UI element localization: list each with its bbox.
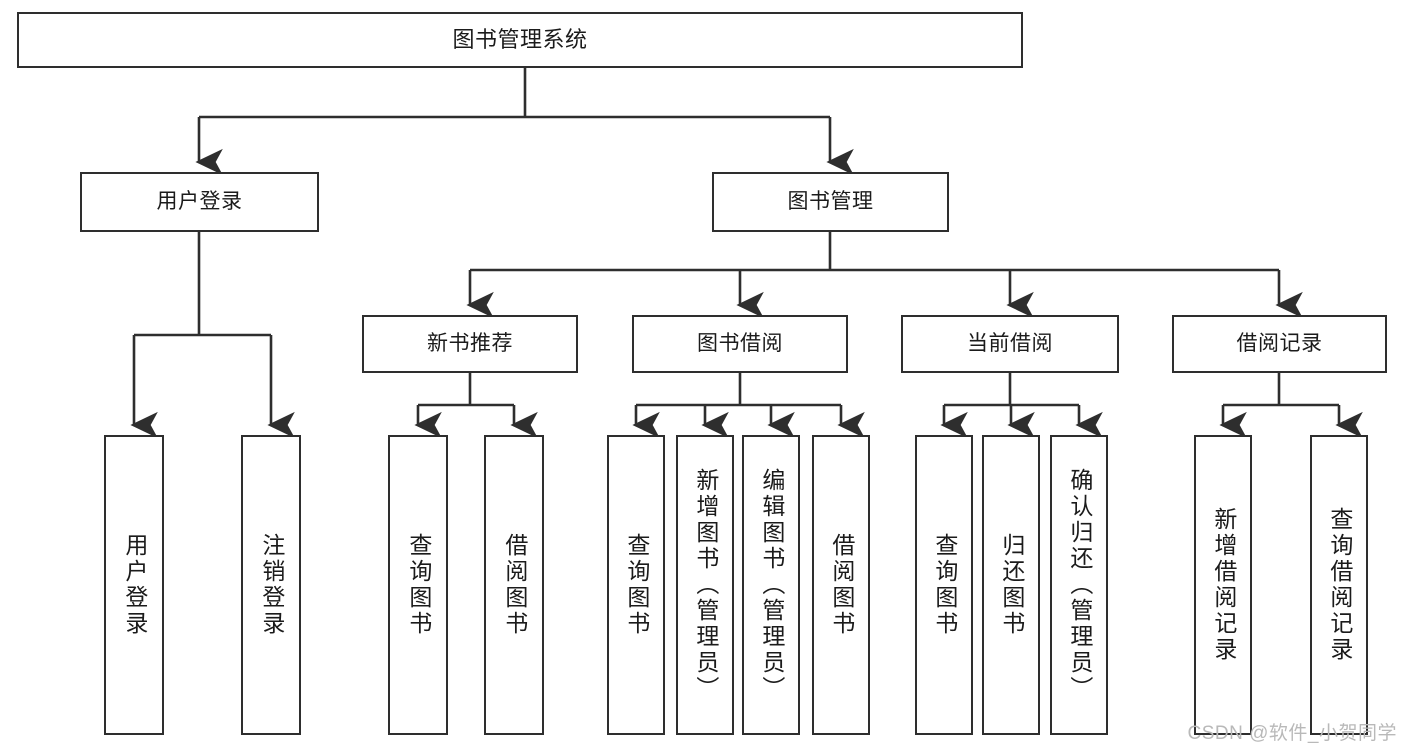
node-book-borrow[interactable]: 图书借阅 <box>632 315 848 373</box>
node-new-book-recommend[interactable]: 新书推荐 <box>362 315 578 373</box>
node-label: 查询图书 <box>405 533 432 637</box>
node-book-management[interactable]: 图书管理 <box>712 172 949 232</box>
node-label: 新书推荐 <box>427 331 513 355</box>
leaf-query-book-borrow[interactable]: 查询图书 <box>607 435 665 735</box>
node-borrow-record[interactable]: 借阅记录 <box>1172 315 1387 373</box>
leaf-borrow-book[interactable]: 借阅图书 <box>812 435 870 735</box>
node-current-borrow[interactable]: 当前借阅 <box>901 315 1119 373</box>
node-label: 图书借阅 <box>697 331 783 355</box>
leaf-add-book-admin[interactable]: 新增图书（管理员） <box>676 435 734 735</box>
node-label: 借阅图书 <box>501 533 528 637</box>
node-label: 新增图书（管理员） <box>692 468 719 702</box>
node-label: 编辑图书（管理员） <box>758 468 785 702</box>
node-user-login[interactable]: 用户登录 <box>80 172 319 232</box>
node-label: 注销登录 <box>258 533 285 637</box>
leaf-query-book-current[interactable]: 查询图书 <box>915 435 973 735</box>
node-label: 借阅图书 <box>828 533 855 637</box>
node-label: 新增借阅记录 <box>1210 507 1237 663</box>
leaf-user-login[interactable]: 用户登录 <box>104 435 164 735</box>
leaf-borrow-book-recommend[interactable]: 借阅图书 <box>484 435 544 735</box>
node-label: 当前借阅 <box>967 331 1053 355</box>
node-label: 查询借阅记录 <box>1326 507 1353 663</box>
node-label: 查询图书 <box>623 533 650 637</box>
leaf-user-logout[interactable]: 注销登录 <box>241 435 301 735</box>
leaf-add-borrow-record[interactable]: 新增借阅记录 <box>1194 435 1252 735</box>
leaf-query-borrow-record[interactable]: 查询借阅记录 <box>1310 435 1368 735</box>
leaf-edit-book-admin[interactable]: 编辑图书（管理员） <box>742 435 800 735</box>
node-label: 用户登录 <box>156 189 243 213</box>
node-label: 确认归还（管理员） <box>1066 468 1093 702</box>
leaf-return-book[interactable]: 归还图书 <box>982 435 1040 735</box>
node-root-system[interactable]: 图书管理系统 <box>17 12 1023 68</box>
leaf-query-book-recommend[interactable]: 查询图书 <box>388 435 448 735</box>
node-label: 用户登录 <box>121 533 148 637</box>
csdn-watermark: CSDN @软件_小贺同学 <box>1187 723 1397 744</box>
leaf-confirm-return-admin[interactable]: 确认归还（管理员） <box>1050 435 1108 735</box>
node-label: 图书管理系统 <box>452 27 588 53</box>
node-label: 图书管理 <box>787 189 874 213</box>
node-label: 借阅记录 <box>1236 331 1323 355</box>
node-label: 归还图书 <box>998 533 1025 637</box>
node-label: 查询图书 <box>931 533 958 637</box>
